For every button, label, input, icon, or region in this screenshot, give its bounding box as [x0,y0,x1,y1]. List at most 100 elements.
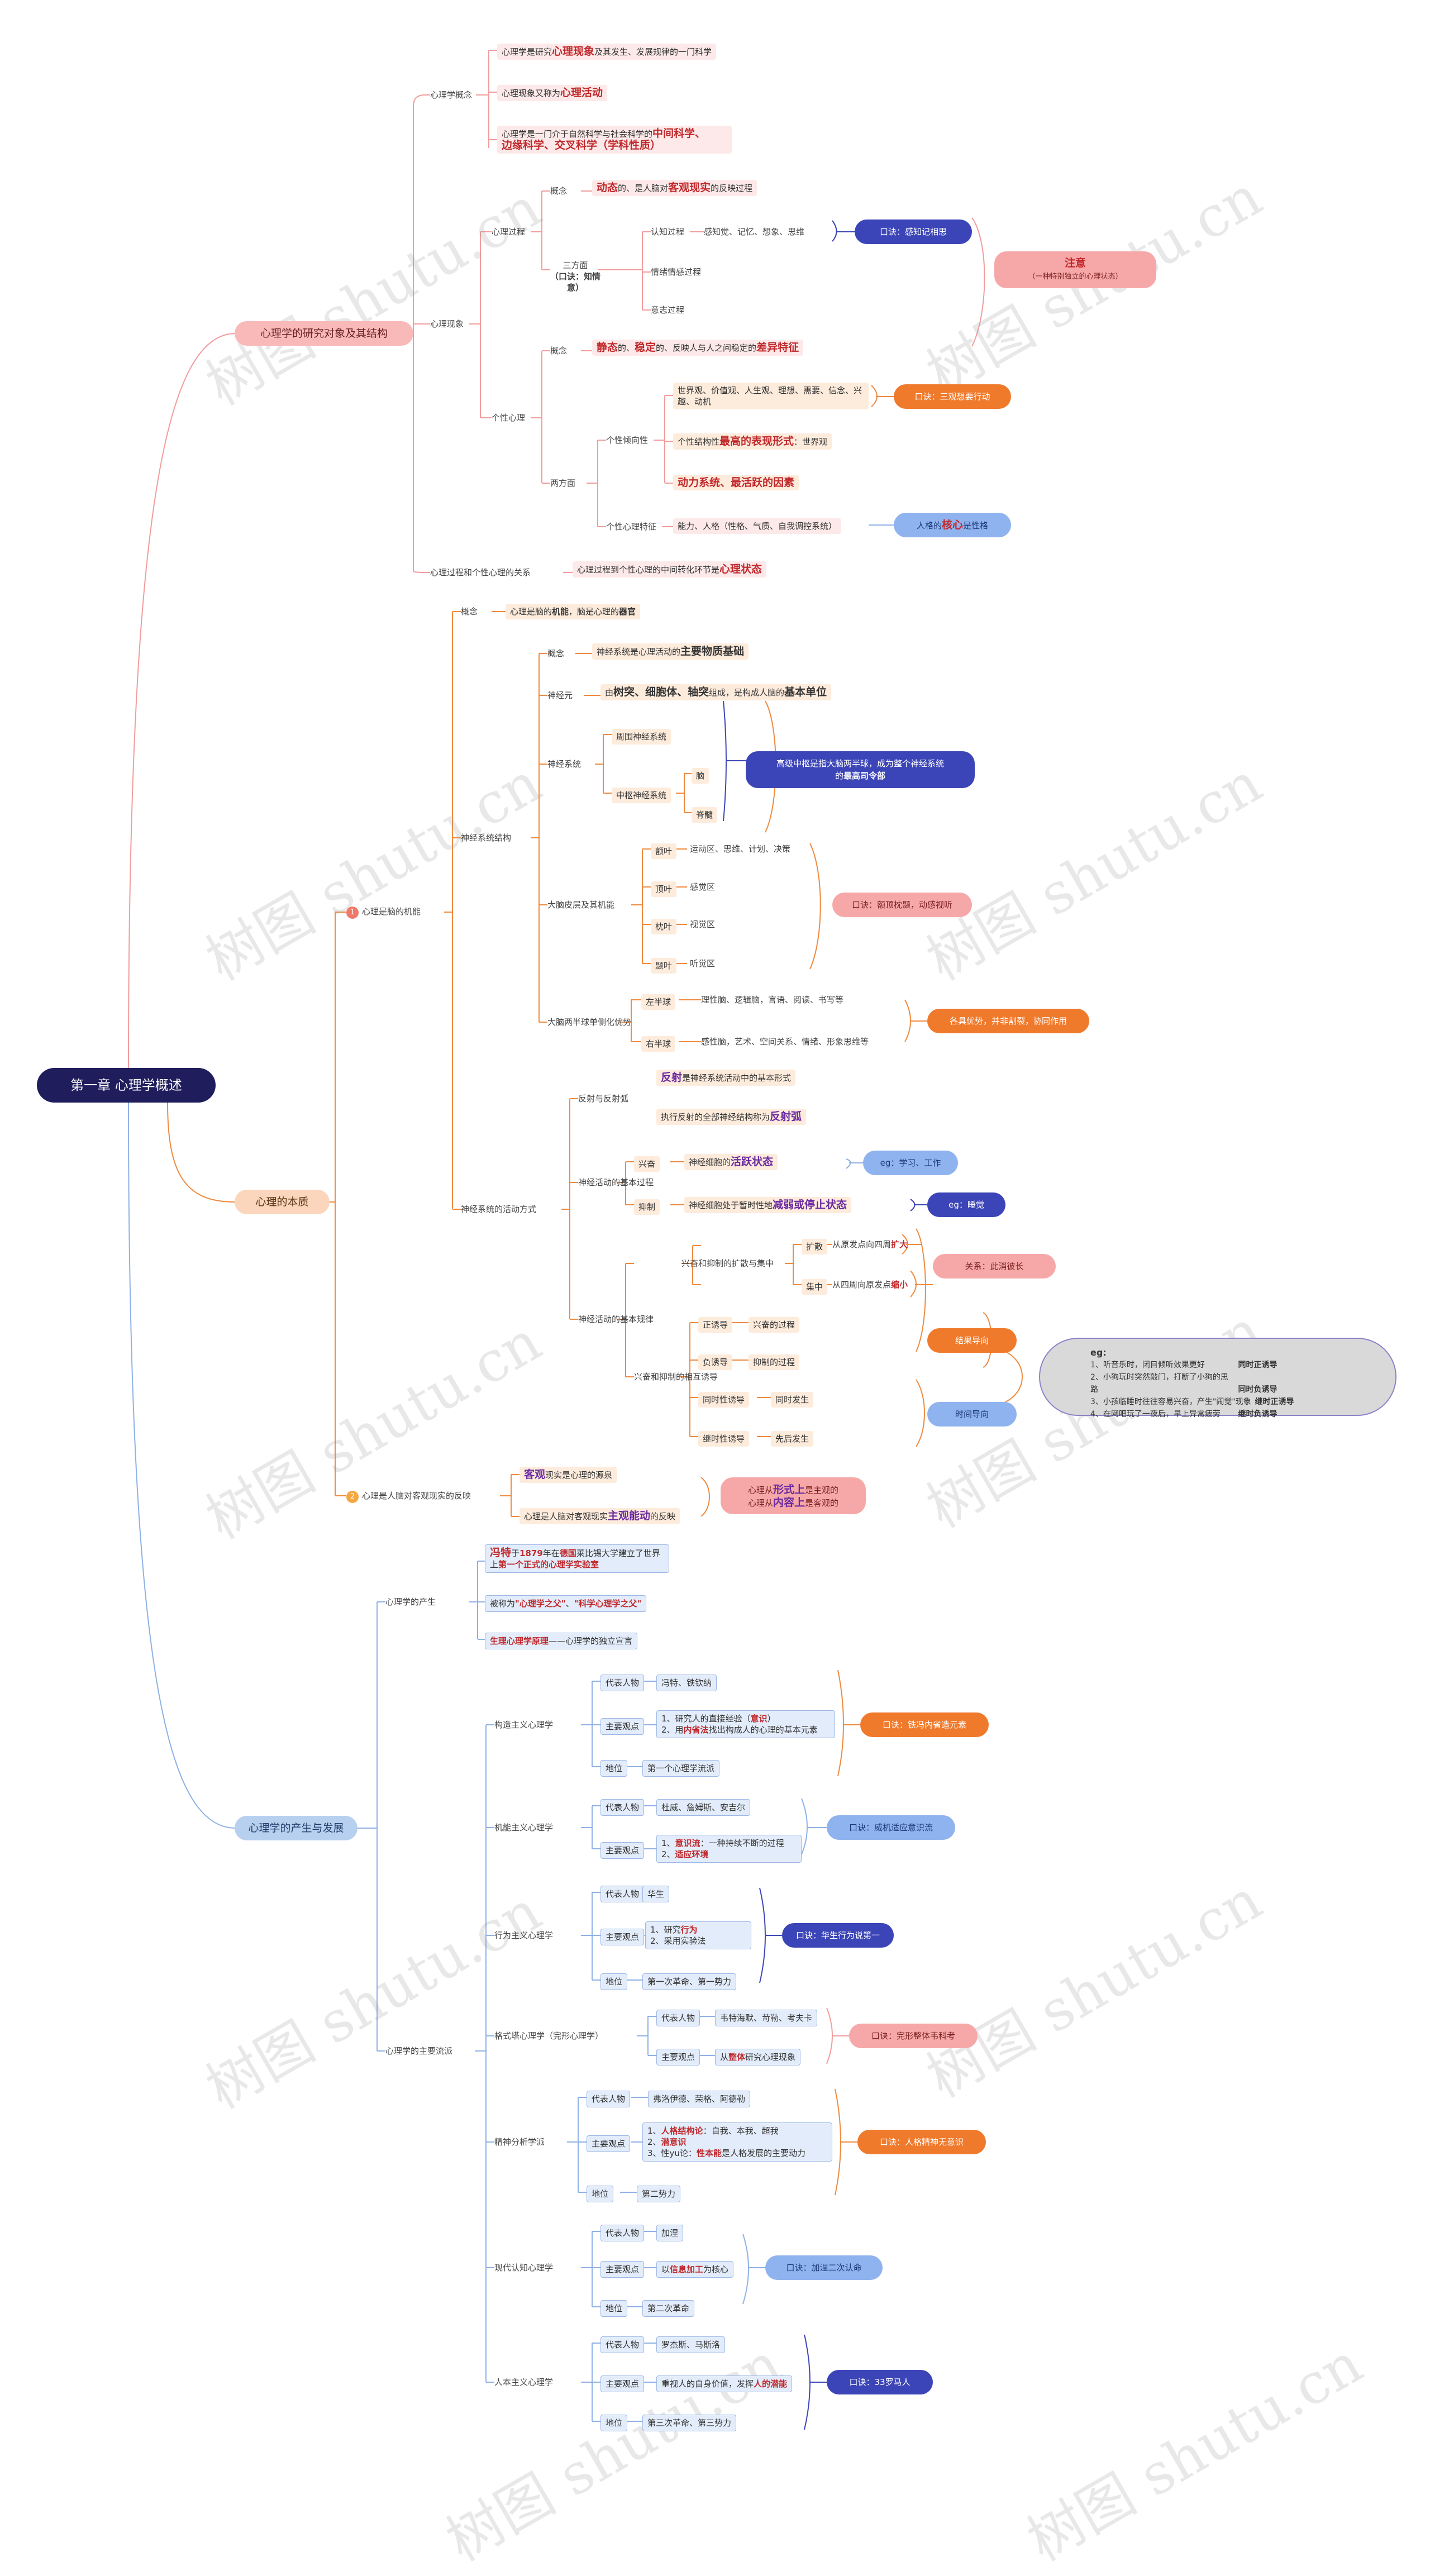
node-basic-process[interactable]: 神经活动的基本过程 [578,1177,654,1187]
node-left-hemi[interactable]: 左半球 [641,994,676,1010]
node-excitation-text[interactable]: 神经细胞的活跃状态 [684,1154,778,1170]
node-proc-concept[interactable]: 动态的、是人脑对客观现实的反映过程 [592,180,757,196]
node-brain[interactable]: 脑 [692,768,709,784]
node-central[interactable]: 中枢神经系统 [612,788,671,803]
node-cognitive[interactable]: 现代认知心理学 [494,2263,554,2273]
node-cogn-rep[interactable]: 加涅 [656,2225,684,2241]
node-hum-pos[interactable]: 第三次革命、第三势力 [642,2415,737,2431]
tip-cognitive[interactable]: 口诀：加涅二次认命 [765,2255,883,2280]
tip-behaviorism[interactable]: 口诀：华生行为说第一 [782,1923,894,1948]
node-struct-view-label[interactable]: 主要观点 [600,1718,645,1735]
tip-reflection[interactable]: 心理从形式上是主观的心理从内容上是客观的 [721,1477,866,1514]
node-behaviorism[interactable]: 行为主义心理学 [494,1930,554,1940]
node-inhibition-text[interactable]: 神经细胞处于暂时性地减弱或停止状态 [684,1197,852,1213]
node-beh-rep[interactable]: 华生 [642,1886,670,1902]
tip-excitation[interactable]: eg：学习、工作 [863,1151,958,1175]
node-gestalt[interactable]: 格式塔心理学（完形心理学） [494,2031,604,2041]
tip-time-oriented[interactable]: 时间导向 [927,1402,1017,1427]
tip-psychoanalysis[interactable]: 口诀：人格精神无意识 [857,2130,986,2154]
tip-personality-core[interactable]: 人格的核心是性格 [894,513,1011,537]
tip-humanistic[interactable]: 口诀：33罗马人 [827,2370,933,2394]
node-concept-1[interactable]: 心理学是研究心理现象及其发生、发展规律的一门科学 [497,44,717,60]
node-research-object[interactable]: 心理学的研究对象及其结构 [235,321,413,346]
node-left-hemi-text[interactable]: 理性脑、逻辑脑，言语、阅读、书写等 [701,995,844,1005]
node-neuron-label[interactable]: 神经元 [547,690,573,700]
node-lobe-parietal[interactable]: 顶叶 [651,881,677,897]
node-ind-positive[interactable]: 正诱导 [698,1317,733,1333]
node-hum-rep-label[interactable]: 代表人物 [600,2336,645,2353]
node-hum-view[interactable]: 重视人的自身价值，发挥人的潜能 [656,2375,793,2392]
node-relation-text[interactable]: 心理过程到个性心理的中间转化环节是心理状态 [573,561,767,578]
node-ind-successive-text[interactable]: 先后发生 [771,1431,814,1447]
node-concentration[interactable]: 集中 [802,1279,828,1295]
node-func-rep-label[interactable]: 代表人物 [600,1799,645,1816]
node-excitation[interactable]: 兴奋 [634,1156,660,1172]
node-spread[interactable]: 兴奋和抑制的扩散与集中 [681,1258,774,1268]
node-ges-view-label[interactable]: 主要观点 [656,2049,700,2065]
node-psych-concept[interactable]: 心理学概念 [430,90,473,100]
node-tendency[interactable]: 个性倾向性 [606,435,649,445]
node-brain-concept[interactable]: 心理是脑的机能，脑是心理的器官 [506,604,641,619]
node-cogn-pos-label[interactable]: 地位 [600,2300,628,2317]
node-neuron[interactable]: 由树突、细胞体、轴突组成，是构成人脑的基本单位 [600,684,832,700]
node-concentration-text[interactable]: 从四周向原发点缩小 [832,1280,908,1290]
node-struct-view[interactable]: 1、研究人的直接经验（意识）2、用内省法找出构成人的心理的基本元素 [656,1710,835,1738]
tip-central-nervous[interactable]: 高级中枢是指大脑两半球，成为整个神经系统的最高司令部 [746,751,975,788]
node-ns-concept[interactable]: 神经系统是心理活动的主要物质基础 [592,643,749,660]
node-psy-rep[interactable]: 弗洛伊德、荣格、阿德勒 [648,2091,751,2107]
node-characteristics[interactable]: 个性心理特征 [606,522,657,532]
tip-structuralism[interactable]: 口诀：铁冯内省造元素 [860,1712,989,1737]
tip-tendency[interactable]: 口诀：三观想要行动 [894,384,1011,409]
node-pers-concept-label[interactable]: 概念 [550,346,568,356]
node-psychoanalysis[interactable]: 精神分析学派 [494,2137,545,2147]
node-beh-rep-label[interactable]: 代表人物 [600,1886,645,1902]
node-right-hemi[interactable]: 右半球 [641,1036,676,1052]
node-peripheral[interactable]: 周围神经系统 [612,729,671,745]
node-ns-structure[interactable]: 神经系统结构 [461,833,512,843]
node-hemisphere[interactable]: 大脑两半球单侧化优势 [547,1017,632,1027]
node-char-items[interactable]: 能力、人格（性格、气质、自我调控系统） [673,518,842,534]
node-ges-view[interactable]: 从整体研究心理现象 [715,2049,801,2065]
node-tendency-items[interactable]: 世界观、价值观、人生观、理想、需要、信念、兴趣、动机 [673,383,869,409]
node-induction[interactable]: 兴奋和抑制的相互诱导 [634,1372,718,1382]
tip-spread[interactable]: 关系：此消彼长 [933,1254,1056,1279]
node-wundt-book[interactable]: 生理心理学原理——心理学的独立宣言 [485,1633,638,1649]
node-origin-development[interactable]: 心理学的产生与发展 [235,1816,358,1840]
node-functionalism[interactable]: 机能主义心理学 [494,1823,554,1833]
node-structuralism[interactable]: 构造主义心理学 [494,1720,554,1730]
node-wundt-lab[interactable]: 冯特于1879年在德国莱比锡大学建立了世界上第一个正式的心理学实验室 [485,1544,669,1573]
node-cogn-view-label[interactable]: 主要观点 [600,2261,645,2278]
node-relation[interactable]: 心理过程和个性心理的关系 [430,567,531,578]
node-cortex[interactable]: 大脑皮层及其机能 [547,900,615,910]
node-lobe-temporal[interactable]: 颞叶 [651,958,677,974]
node-mental-process[interactable]: 心理过程 [492,227,526,237]
tip-result-oriented[interactable]: 结果导向 [927,1328,1017,1353]
node-hum-view-label[interactable]: 主要观点 [600,2375,645,2392]
node-lobe-temporal-text[interactable]: 听觉区 [690,958,716,969]
node-ind-negative-text[interactable]: 抑制的过程 [749,1354,800,1370]
node-personality[interactable]: 个性心理 [492,413,526,423]
node-lobe-occipital[interactable]: 枕叶 [651,919,677,934]
node-right-hemi-text[interactable]: 感性脑，艺术、空间关系、情绪、形象思维等 [701,1037,869,1047]
node-schools[interactable]: 心理学的主要流派 [385,2046,453,2056]
node-func-view-label[interactable]: 主要观点 [600,1842,645,1859]
tip-lobes[interactable]: 口诀：额顶枕颞，动感视听 [832,893,972,917]
node-ns-activity[interactable]: 神经系统的活动方式 [461,1204,537,1214]
node-lobe-frontal-text[interactable]: 运动区、思维、计划、决策 [690,844,791,854]
node-psych-phenomena[interactable]: 心理现象 [430,319,464,329]
node-nervous-system[interactable]: 神经系统 [547,759,581,769]
node-diffusion[interactable]: 扩散 [802,1239,828,1254]
node-wundt-father[interactable]: 被称为"心理学之父"、"科学心理学之父" [485,1595,647,1612]
node-psych-essence[interactable]: 心理的本质 [235,1190,330,1214]
node-concept-label[interactable]: 概念 [461,607,478,617]
note-attention[interactable]: 注意（一种特别独立的心理状态） [994,251,1156,288]
node-birth[interactable]: 心理学的产生 [385,1597,436,1607]
node-ges-rep[interactable]: 韦特海默、苛勒、考夫卡 [715,2010,818,2026]
node-beh-view-label[interactable]: 主要观点 [600,1929,645,1945]
node-ns-concept-label[interactable]: 概念 [547,648,565,659]
